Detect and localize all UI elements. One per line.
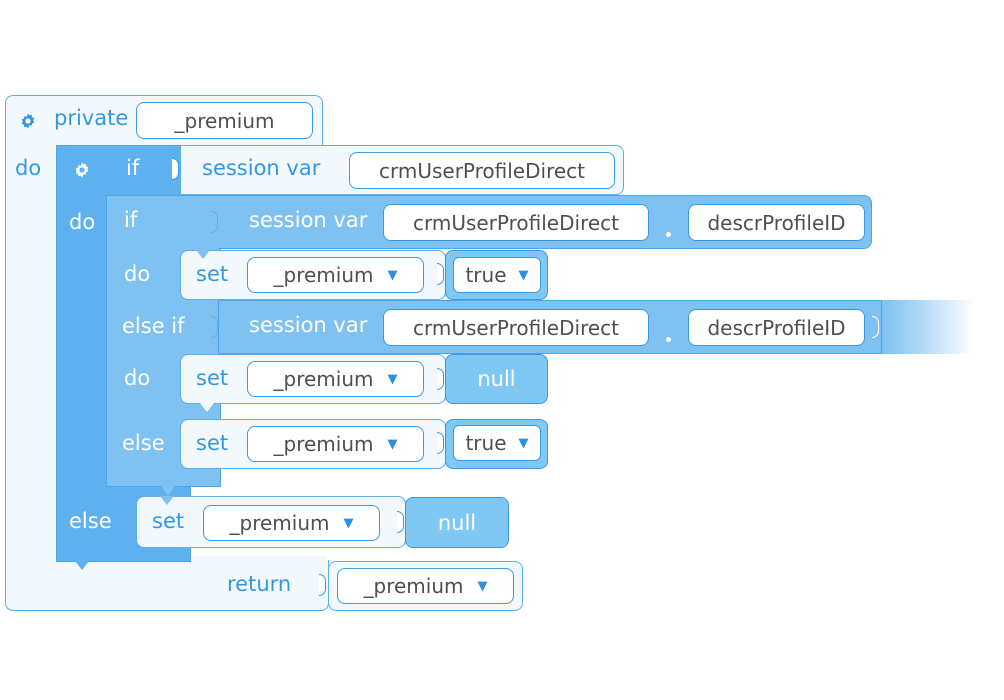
inner-condition1-var-value: crmUserProfileDirect [412,210,619,235]
gear-icon[interactable] [73,161,91,179]
outer-else-set-label: set [152,509,185,533]
inner-else-if-label: else if [122,314,185,338]
procedure-name-field[interactable]: _premium [136,102,313,139]
inner-condition1-prop-value: descrProfileID [707,210,846,235]
outer-else-var-value: _premium [229,511,330,535]
dropdown-arrow-icon[interactable]: ▼ [387,267,398,283]
dropdown-arrow-icon[interactable]: ▼ [387,436,398,452]
outer-if-do-label: do [69,210,96,234]
inner-if-label: if [124,208,138,232]
inner-do2-set-notch [200,403,214,412]
dropdown-arrow-icon[interactable]: ▼ [518,435,529,451]
inner-do-true-value: true [465,263,507,287]
outer-if-condition-connector [172,158,179,180]
inner-if-bottom-notch [161,486,175,495]
outer-condition-var-value: crmUserProfileDirect [378,158,585,183]
return-value-field[interactable]: _premium ▼ [337,568,514,604]
inner-condition2-prop-value: descrProfileID [707,315,846,340]
inner-do2-null-value: null [477,367,516,391]
inner-do-label: do [124,262,151,286]
outer-else-null-block[interactable]: null [405,497,509,548]
procedure-return-bar [5,560,329,611]
inner-else-true-field[interactable]: true ▼ [453,425,541,461]
return-value: _premium [363,574,464,598]
procedure-body-frame [5,143,57,611]
inner-condition2-var-value: crmUserProfileDirect [412,315,619,340]
inner-do-set-notch [196,250,210,259]
dropdown-arrow-icon[interactable]: ▼ [387,371,398,387]
procedure-name-value: _premium [174,108,275,133]
inner-do-true-field[interactable]: true ▼ [453,257,541,293]
outer-condition-var-field[interactable]: crmUserProfileDirect [349,152,615,189]
inner-condition1-prop-field[interactable]: descrProfileID [688,204,865,241]
inner-do2-set-label: set [196,366,229,390]
inner-do-var-value: _premium [273,263,374,287]
inner-condition2-trailing-connector [872,316,879,338]
outer-if-else-label: else [69,509,112,533]
outer-if-label: if [126,156,140,180]
outer-if-bottom-notch [75,561,89,570]
inner-do-var-field[interactable]: _premium ▼ [247,257,424,293]
inner-do2-var-field[interactable]: _premium ▼ [247,361,424,397]
inner-else-value-connector [437,432,444,454]
inner-condition2-prop-field[interactable]: descrProfileID [688,309,865,346]
property-dot [666,232,671,237]
inner-condition1-fill [107,196,223,248]
inner-else-if-connector [211,316,218,338]
inner-if-connector [211,211,218,233]
inner-do2-null-block[interactable]: null [445,354,548,404]
inner-do-set-label: set [196,262,229,286]
dropdown-arrow-icon[interactable]: ▼ [518,267,529,283]
procedure-do-label: do [15,156,42,180]
inner-do2-label: do [124,366,151,390]
return-label: return [227,572,292,596]
inner-condition2-var-field[interactable]: crmUserProfileDirect [383,309,649,346]
property-dot [666,337,671,342]
inner-condition2-session-label: session var [249,313,368,337]
inner-do2-value-connector [437,368,444,390]
inner-do-value-connector [437,263,444,285]
inner-do2-var-value: _premium [273,367,374,391]
dropdown-arrow-icon[interactable]: ▼ [343,515,354,531]
inner-else-true-value: true [465,431,507,455]
gear-icon[interactable] [19,112,37,130]
outer-else-value-connector [397,511,404,533]
outer-else-set-notch [160,496,174,505]
outer-else-null-value: null [437,510,477,535]
inner-else-var-value: _premium [273,432,374,456]
inner-condition2-overflow-fade [882,300,974,354]
outer-condition-session-label: session var [202,156,321,180]
return-connector [319,574,326,596]
dropdown-arrow-icon[interactable]: ▼ [477,578,488,594]
inner-else-set-label: set [196,431,229,455]
inner-condition1-session-label: session var [249,208,368,232]
inner-condition1-var-field[interactable]: crmUserProfileDirect [383,204,649,241]
outer-else-var-field[interactable]: _premium ▼ [203,505,380,541]
inner-else-var-field[interactable]: _premium ▼ [247,426,424,462]
private-label: private [54,106,129,130]
inner-else-label: else [122,431,165,455]
